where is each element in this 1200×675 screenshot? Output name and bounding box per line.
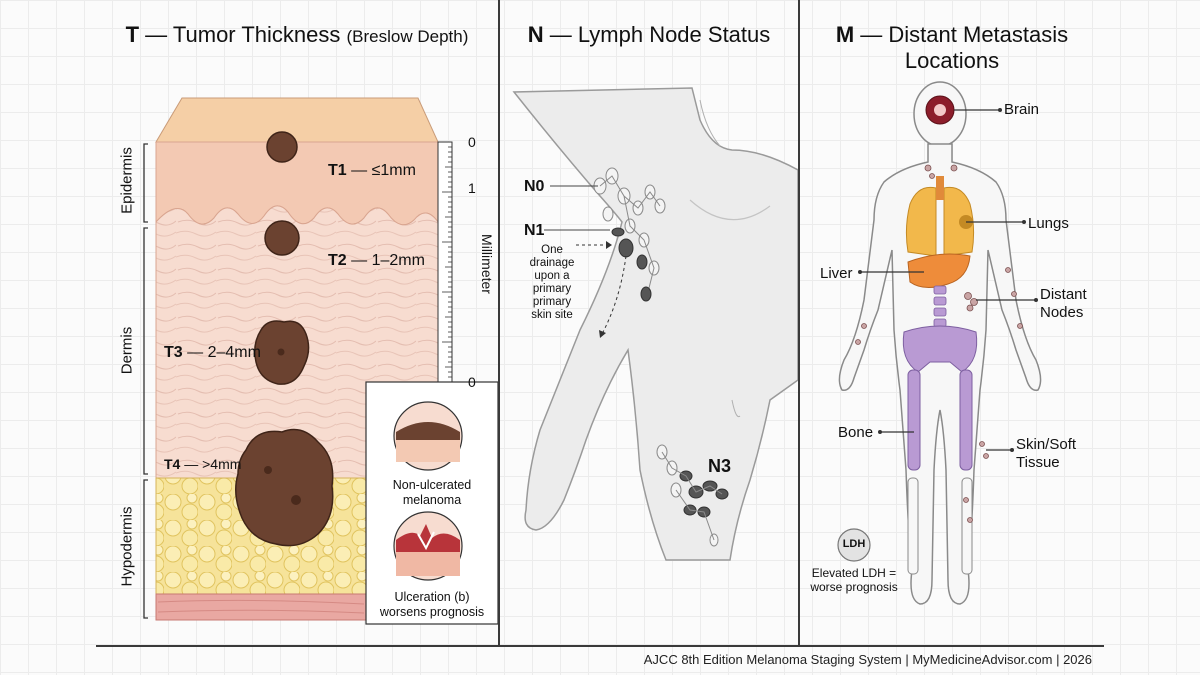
body-outline: [838, 143, 1042, 605]
ldh-badge-label: LDH: [842, 538, 866, 550]
site-lungs: Lungs: [1028, 215, 1069, 232]
layer-label-hypodermis: Hypodermis: [118, 506, 136, 587]
panel-t-title: T — Tumor Thickness (Breslow Depth): [96, 22, 498, 48]
stage-t3: T3 — 2–4mm: [164, 344, 261, 361]
panel-lymph-node-status: N — Lymph Node Status: [500, 0, 798, 645]
pelvis: [902, 325, 978, 373]
torso-illustration: [512, 87, 798, 561]
skin-cross-section: [143, 97, 498, 625]
panel-t-sub: (Breslow Depth): [346, 27, 469, 46]
ruler-tick-0: 0: [468, 134, 476, 150]
femur-right: [959, 369, 973, 471]
panel-m-title: M — Distant Metastasis Locations: [835, 22, 1069, 73]
footer-rule: [96, 645, 1104, 647]
panel-n-title: N — Lymph Node Status: [527, 22, 771, 47]
body-illustration: [837, 81, 1042, 605]
divider-right: [798, 0, 800, 645]
layer-label-epidermis: Epidermis: [118, 147, 136, 214]
stage-t1: T1 — ≤1mm: [328, 162, 416, 179]
ruler-label: Millimeter: [479, 234, 495, 294]
divider-left: [498, 0, 500, 645]
femur-left: [907, 369, 921, 471]
site-liver: Liver: [820, 265, 853, 282]
label-n1: N1: [524, 222, 545, 239]
tumor-t4: [235, 428, 334, 547]
panel-distant-metastasis: M — Distant Metastasis Locations: [800, 0, 1104, 645]
epidermis-layer: [155, 141, 439, 226]
layer-label-dermis: Dermis: [118, 326, 136, 375]
site-brain: Brain: [1004, 101, 1040, 118]
stage-t4: T4 — >4mm: [164, 456, 242, 472]
ruler-tick-1: 1: [468, 180, 476, 196]
panel-t-letter: T: [125, 22, 140, 47]
muscle-layer: [155, 593, 367, 621]
tumor-t2: [264, 220, 300, 256]
lungs: [905, 186, 975, 257]
panel-tumor-thickness: T — Tumor Thickness (Breslow Depth): [96, 0, 498, 645]
torso-outline: [512, 87, 798, 561]
panel-t-main: Tumor Thickness: [172, 22, 341, 47]
ldh-note: Elevated LDH =worse prognosis: [810, 566, 898, 594]
ruler-tick-end: 0: [468, 374, 476, 390]
skin-surface: [155, 97, 439, 143]
panel-t-dash: —: [139, 22, 173, 47]
footer-credit: AJCC 8th Edition Melanoma Staging System…: [643, 652, 1092, 667]
caption-ulceration: Ulceration (b)worsens prognosis: [379, 590, 485, 619]
label-n0: N0: [524, 178, 545, 195]
ldh-badge: [837, 528, 871, 562]
stage-t2: T2 — 1–2mm: [328, 252, 425, 269]
label-n3: N3: [708, 456, 732, 476]
tumor-t1: [266, 131, 298, 163]
site-bone: Bone: [838, 424, 874, 441]
liver: [907, 253, 971, 288]
